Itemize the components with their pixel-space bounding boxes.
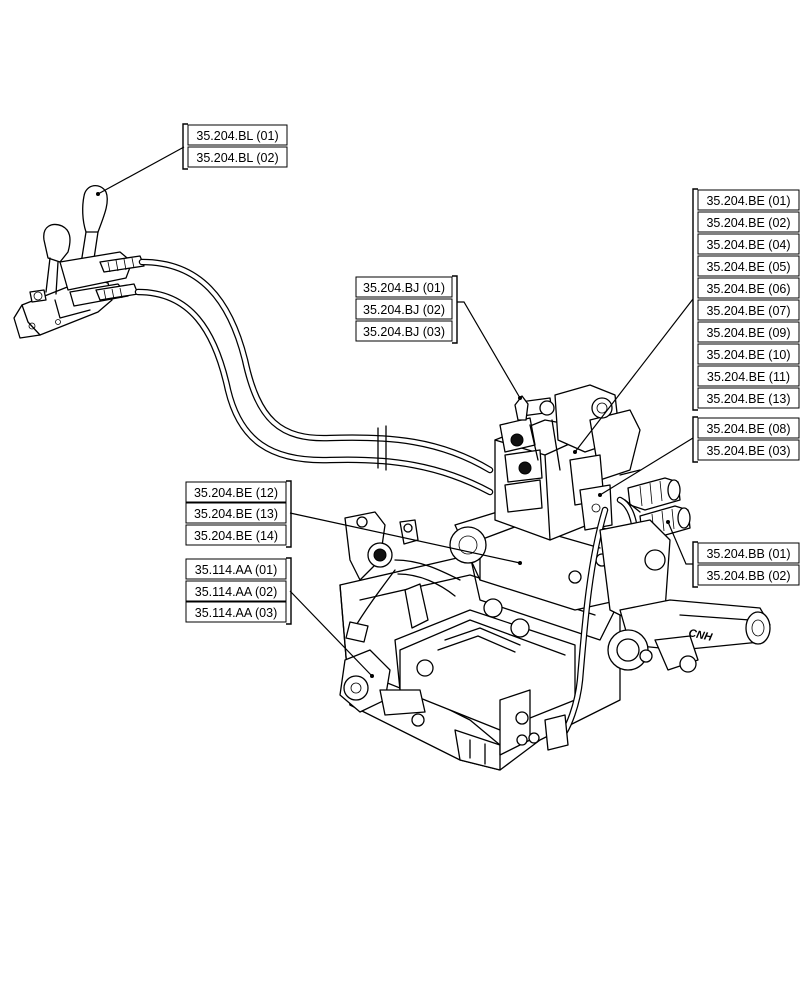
transmission-housing — [339, 504, 621, 771]
part-ref-text: 35.204.BL (01) — [196, 129, 278, 143]
label-group-bj: 35.204.BJ (01) 35.204.BJ (02) 35.204.BJ … — [355, 275, 458, 344]
part-ref-label[interactable]: 35.204.BE (01) — [697, 189, 800, 211]
part-ref-text: 35.204.BB (01) — [706, 547, 790, 561]
part-ref-text: 35.204.BE (09) — [706, 326, 790, 340]
lever-assembly — [13, 185, 145, 339]
part-ref-text: 35.204.BE (03) — [706, 444, 790, 458]
part-ref-text: 35.204.BJ (03) — [363, 325, 445, 339]
part-ref-label[interactable]: 35.204.BL (02) — [187, 146, 288, 168]
part-ref-text: 35.114.AA (02) — [195, 585, 277, 599]
part-ref-text: 35.204.BE (05) — [706, 260, 790, 274]
part-ref-label[interactable]: 35.204.BE (03) — [697, 439, 800, 461]
part-ref-text: 35.204.BE (12) — [194, 486, 278, 500]
part-ref-text: 35.204.BE (11) — [707, 370, 790, 384]
part-ref-label[interactable]: 35.204.BE (08) — [697, 417, 800, 439]
part-ref-label[interactable]: 35.204.BJ (02) — [355, 298, 453, 320]
part-ref-label[interactable]: 35.204.BL (01) — [187, 124, 288, 146]
control-cables — [134, 258, 494, 496]
part-ref-text: 35.204.BJ (02) — [363, 303, 445, 317]
part-ref-text: 35.114.AA (01) — [195, 563, 277, 577]
machine-illustration: CNH — [13, 185, 771, 771]
part-ref-label[interactable]: 35.204.BE (05) — [697, 255, 800, 277]
part-ref-label[interactable]: 35.204.BE (11) — [697, 365, 800, 387]
part-ref-label[interactable]: 35.204.BE (13) — [697, 387, 800, 409]
part-ref-text: 35.204.BL (02) — [196, 151, 278, 165]
part-ref-label[interactable]: 35.204.BE (14) — [185, 524, 287, 546]
part-ref-label[interactable]: 35.204.BE (10) — [697, 343, 800, 365]
part-ref-label[interactable]: 35.114.AA (02) — [185, 580, 287, 602]
part-ref-text: 35.204.BE (13) — [194, 507, 278, 521]
part-ref-label[interactable]: 35.204.BE (09) — [697, 321, 800, 343]
part-ref-label[interactable]: 35.204.BE (12) — [185, 481, 287, 503]
part-ref-text: 35.204.BE (04) — [706, 238, 790, 252]
control-valve — [494, 384, 641, 541]
part-ref-text: 35.204.BE (08) — [706, 422, 790, 436]
label-group-be-mid: 35.204.BE (08) 35.204.BE (03) — [692, 416, 800, 463]
part-ref-text: 35.204.BE (06) — [706, 282, 790, 296]
label-group-bb: 35.204.BB (01) 35.204.BB (02) — [692, 541, 800, 588]
label-group-be-left: 35.204.BE (12) 35.204.BE (13) 35.204.BE … — [185, 480, 292, 548]
part-ref-text: 35.204.BE (07) — [706, 304, 790, 318]
part-ref-label[interactable]: 35.204.BE (13) — [185, 502, 287, 524]
part-ref-label[interactable]: 35.204.BJ (03) — [355, 320, 453, 342]
label-group-aa: 35.114.AA (01) 35.114.AA (02) 35.114.AA … — [185, 557, 292, 625]
part-ref-text: 35.204.BJ (01) — [363, 281, 445, 295]
part-ref-label[interactable]: 35.204.BE (02) — [697, 211, 800, 233]
part-ref-label[interactable]: 35.204.BE (04) — [697, 233, 800, 255]
lift-arm: CNH — [599, 519, 771, 673]
part-ref-label[interactable]: 35.204.BB (02) — [697, 564, 800, 586]
part-ref-label[interactable]: 35.204.BE (06) — [697, 277, 800, 299]
part-ref-label[interactable]: 35.114.AA (03) — [185, 601, 287, 623]
part-ref-text: 35.204.BE (02) — [706, 216, 790, 230]
brand-mark: CNH — [687, 627, 714, 644]
part-ref-label[interactable]: 35.114.AA (01) — [185, 558, 287, 580]
label-group-bl: 35.204.BL (01) 35.204.BL (02) — [182, 123, 288, 170]
part-ref-text: 35.204.BE (13) — [706, 392, 790, 406]
part-ref-text: 35.204.BE (01) — [706, 194, 790, 208]
leader-lines — [96, 146, 694, 678]
part-ref-text: 35.204.BE (14) — [194, 529, 278, 543]
part-ref-label[interactable]: 35.204.BE (07) — [697, 299, 800, 321]
part-ref-label[interactable]: 35.204.BJ (01) — [355, 276, 453, 298]
part-ref-text: 35.114.AA (03) — [195, 606, 277, 620]
label-group-be-top: 35.204.BE (01) 35.204.BE (02) 35.204.BE … — [692, 188, 800, 411]
part-ref-label[interactable]: 35.204.BB (01) — [697, 542, 800, 564]
part-ref-text: 35.204.BE (10) — [706, 348, 790, 362]
part-ref-text: 35.204.BB (02) — [706, 569, 790, 583]
